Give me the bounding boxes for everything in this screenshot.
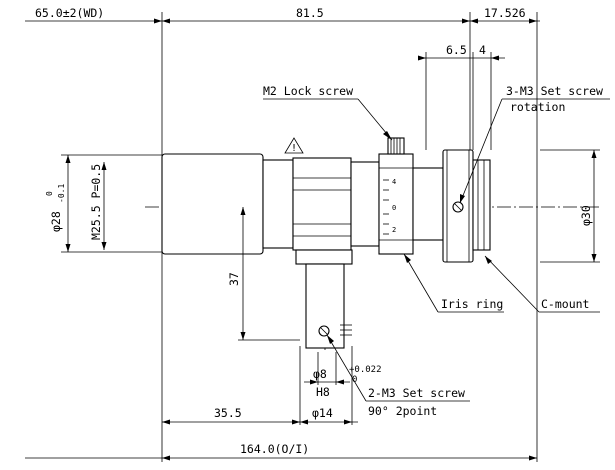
left-dimensions: φ28 0 -0.1 M25.5 P=0.5	[45, 155, 107, 252]
dia-30: φ30	[579, 205, 593, 226]
front-barrel	[161, 153, 264, 255]
dia-28-tol-lower: -0.1	[57, 184, 66, 203]
body-step	[350, 161, 380, 247]
rotation-screw-label-1: 3-M3 Set screw	[506, 84, 603, 98]
iris-scale-mark-4: 4	[392, 178, 396, 186]
height-37: 37	[227, 272, 241, 286]
c-mount-thread-drawing	[472, 159, 491, 251]
bottom-dimensions: φ8 H8 +0.022 0 φ14 35.5 164.0(O/I)	[25, 365, 537, 461]
wd-dimension: 65.0±2(WD)	[35, 6, 104, 20]
rotation-screw-label-2: rotation	[510, 100, 565, 114]
iris-ring-drawing	[378, 153, 414, 255]
dia-14: φ14	[312, 406, 333, 420]
rear-neck	[412, 167, 444, 241]
post-base	[295, 249, 353, 265]
mid-body	[292, 157, 352, 251]
extension-lines	[61, 12, 600, 462]
dia-28: φ28	[49, 211, 63, 232]
dim-35-5: 35.5	[214, 406, 242, 420]
mounting-post	[295, 249, 353, 349]
warning-icon: !	[284, 137, 304, 154]
c-mount-label: C-mount	[541, 297, 589, 311]
thread-spec: M25.5 P=0.5	[89, 164, 103, 240]
length-81-5: 81.5	[296, 6, 324, 20]
lock-screw-knob	[387, 137, 405, 155]
fit-h8: H8	[316, 385, 330, 399]
iris-scale-mark-0: 0	[392, 204, 396, 212]
warning-symbol: !	[291, 143, 297, 154]
callouts: M2 Lock screw 3-M3 Set screw rotation Ir…	[263, 84, 610, 418]
dia-8: φ8	[313, 367, 327, 381]
dim-4: 4	[479, 43, 486, 57]
dia-28-tol-upper: 0	[45, 191, 54, 196]
dim-6-5: 6.5	[446, 43, 467, 57]
right-dimensions: φ30	[579, 150, 597, 262]
iris-ring-label: Iris ring	[441, 297, 503, 311]
lock-screw-label: M2 Lock screw	[263, 84, 353, 98]
lens-body: 4 0 2	[161, 137, 491, 263]
top-dimensions: 65.0±2(WD) 81.5 17.526 6.5 4	[25, 6, 540, 150]
iris-scale-mark-2: 2	[392, 226, 396, 234]
post-screw-label-2: 90° 2point	[368, 404, 437, 418]
neck	[262, 159, 294, 249]
dia-8-tol-lower: 0	[352, 375, 357, 385]
total-length: 164.0(O/I)	[240, 442, 309, 456]
flange-distance: 17.526	[484, 6, 526, 20]
dia-8-tol-upper: +0.022	[349, 365, 382, 375]
post-screw-label-1: 2-M3 Set screw	[368, 386, 465, 400]
height-dimension: 37	[227, 207, 246, 340]
